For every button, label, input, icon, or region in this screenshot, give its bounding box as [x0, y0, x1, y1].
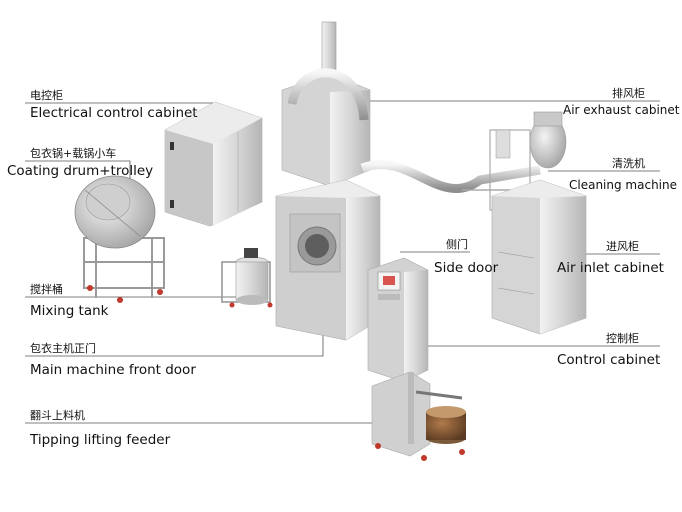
main-coating-machine: [275, 21, 541, 341]
coating-drum-trolley: [74, 175, 165, 303]
mixing-tank-en-label: Mixing tank: [30, 303, 109, 319]
coating-drum-en-label: Coating drum+trolley: [7, 163, 154, 179]
side-door-en-label: Side door: [434, 260, 499, 276]
main-front-door-en-label: Main machine front door: [30, 362, 196, 378]
main-front-door-cn-label: 包衣主机正门: [30, 342, 96, 355]
cleaning-machine-cn-label: 清洗机: [612, 157, 645, 170]
control-cabinet: [367, 257, 429, 383]
mixing-tank-cn-label: 搅拌桶: [30, 283, 63, 296]
air-inlet-cabinet: [491, 179, 587, 335]
tipping-feeder-en-label: Tipping lifting feeder: [30, 432, 171, 448]
tipping-lifting-feeder: [371, 371, 466, 461]
control-cabinet-cn-label: 控制柜: [606, 332, 639, 345]
side-door-cn-label: 侧门: [446, 238, 468, 251]
air-inlet-en-label: Air inlet cabinet: [557, 260, 664, 276]
electrical-control-cabinet: [164, 101, 263, 227]
control-cabinet-en-label: Control cabinet: [557, 352, 661, 368]
mixing-tank: [221, 248, 273, 308]
air-inlet-cn-label: 进风柜: [606, 240, 639, 253]
electrical-cabinet-cn-label: 电控柜: [30, 89, 63, 102]
air-exhaust-en-label: Air exhaust cabinet: [563, 103, 680, 117]
tipping-feeder-cn-label: 翻斗上料机: [30, 409, 85, 422]
coating-drum-cn-label: 包衣锅+载锅小车: [30, 147, 117, 160]
electrical-cabinet-en-label: Electrical control cabinet: [30, 105, 198, 121]
air-exhaust-cn-label: 排风柜: [612, 87, 645, 100]
cleaning-machine-en-label: Cleaning machine: [569, 178, 677, 192]
leader-coating-drum: [25, 160, 131, 180]
